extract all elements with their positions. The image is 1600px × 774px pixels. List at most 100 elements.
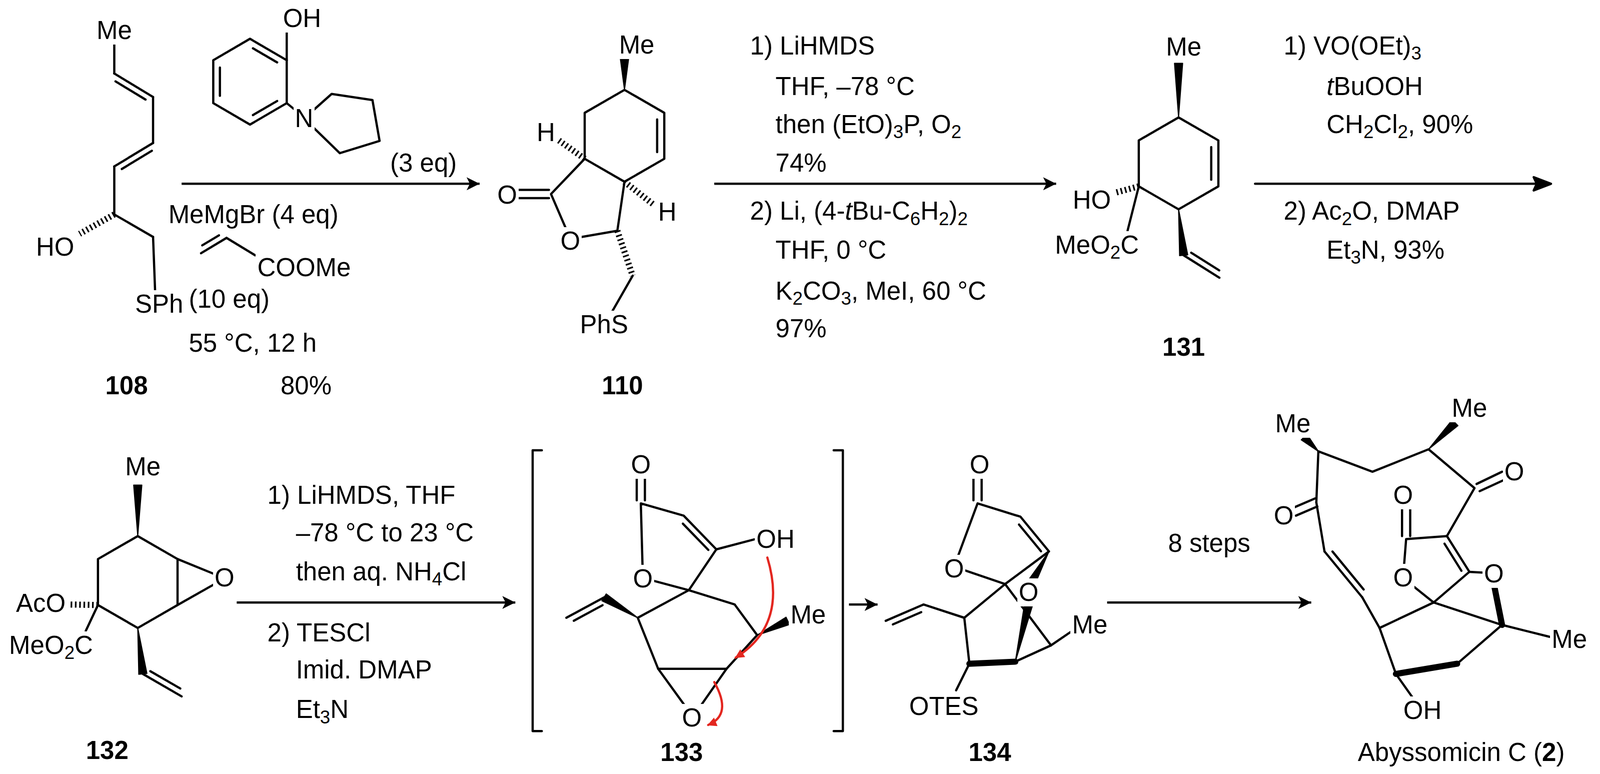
reagent-text: (10 eq) — [187, 285, 272, 314]
curved-arrow — [735, 557, 774, 658]
reagent-text: –78 °C to 23 °C — [294, 518, 476, 547]
bond-line — [1254, 182, 1537, 185]
reagent-text: Et3N — [294, 695, 351, 724]
subscript: 2 — [792, 288, 803, 309]
bond-line — [218, 67, 221, 96]
subscript: 3 — [893, 121, 904, 143]
atom-label: O — [631, 564, 655, 593]
bond-line — [1324, 551, 1362, 598]
bond-shape — [1428, 419, 1458, 450]
bond-line — [1433, 602, 1502, 625]
bond-line — [150, 670, 181, 689]
reagent-text: 2) TESCl — [266, 618, 373, 647]
bond-line — [972, 475, 975, 501]
reaction-arrow — [1107, 601, 1312, 604]
atom-label: O — [1391, 481, 1415, 510]
bond-line — [532, 450, 542, 731]
bond-line — [980, 475, 983, 501]
bond-line — [1379, 627, 1396, 674]
atom-label: HO — [1071, 186, 1113, 215]
reagent-text: 1) VO(OEt)3 — [1282, 32, 1423, 61]
bond-line — [1479, 479, 1504, 491]
reagent-text: 2) Li, (4-tBu-C6H2)2 — [748, 197, 970, 226]
acrylate-structure — [201, 235, 256, 256]
bond-line — [956, 663, 970, 691]
bond-shape — [620, 59, 629, 90]
bond-line — [643, 475, 646, 501]
compound-label: 133 — [660, 737, 703, 768]
reagent-text: 2) Ac2O, DMAP — [1282, 197, 1462, 226]
subscript: 2 — [1110, 242, 1121, 263]
atom-label: O — [1272, 501, 1296, 530]
bond-line — [1318, 449, 1475, 536]
compound-132-structure — [69, 484, 217, 696]
bond-shape — [133, 484, 142, 536]
bond-line — [1191, 252, 1220, 271]
reagent-text: CH2Cl2, 90% — [1324, 110, 1475, 139]
atom-label: O — [495, 181, 519, 210]
atom-label: O — [942, 554, 966, 583]
bond-line — [1493, 583, 1502, 625]
atom-label: AcO — [14, 589, 68, 618]
bond-line — [635, 475, 638, 501]
atom-label: PhS — [578, 310, 630, 339]
bond-line — [1379, 602, 1434, 628]
bond-line — [1293, 498, 1316, 508]
atom-label: Me — [1273, 409, 1312, 438]
subscript: 2 — [938, 208, 949, 230]
bond-line — [1127, 186, 1139, 231]
reagent-text: THF, 0 °C — [774, 236, 889, 265]
bond-line — [253, 48, 278, 63]
bond-line — [1501, 624, 1551, 637]
bond-line — [152, 97, 155, 144]
compound-133-structure — [532, 450, 843, 731]
abyssomicin-structure — [1293, 419, 1551, 699]
bond-line — [833, 450, 843, 731]
bond-line — [1295, 506, 1318, 516]
bond-line — [177, 558, 217, 575]
edge-label: 8 steps — [1166, 529, 1252, 558]
atom-label: Me — [1070, 610, 1109, 639]
reagent-text: then (EtO)3P, O2 — [774, 110, 964, 139]
bond-line — [153, 236, 156, 291]
bond-line — [1456, 624, 1502, 664]
bond-line — [518, 188, 549, 191]
reaction-arrow — [236, 601, 516, 604]
bond-line — [637, 590, 758, 669]
bond-line — [113, 166, 116, 215]
bond-line — [1316, 451, 1319, 503]
subscript: 2 — [1363, 121, 1374, 143]
reagent-text: Imid. DMAP — [294, 655, 434, 684]
reaction-arrow — [848, 603, 878, 606]
curved-arrow — [708, 681, 723, 725]
compound-108-structure — [79, 41, 156, 292]
bond-shape — [1178, 209, 1188, 256]
bond-shape — [1533, 177, 1551, 191]
atom-label: O — [680, 703, 704, 732]
bond-line — [113, 41, 116, 74]
bond-line — [177, 582, 217, 605]
subscript: 2 — [1397, 121, 1408, 143]
bond-shape — [1138, 117, 1219, 210]
atom-label: Me — [1449, 394, 1489, 423]
reagent-text: MeMgBr (4 eq) — [167, 200, 341, 229]
bond-shape — [584, 90, 665, 183]
reagent-text: Et3N, 93% — [1324, 236, 1446, 265]
reagent-text: THF, –78 °C — [774, 72, 917, 101]
bond-line — [558, 140, 585, 160]
bond-line — [923, 604, 965, 618]
bond-line — [518, 197, 549, 200]
italic-prefix: t — [844, 196, 852, 226]
atom-label: MeO2C — [7, 631, 95, 660]
atom-label: O — [1017, 578, 1041, 607]
atom-label: HO — [34, 233, 77, 262]
reagent-text: N — [293, 104, 316, 133]
bond-line — [1395, 663, 1457, 674]
subscript: 2 — [951, 121, 962, 143]
bond-line — [202, 235, 219, 246]
bond-line — [79, 214, 115, 235]
atom-label: O — [1391, 563, 1415, 592]
bond-line — [85, 604, 98, 631]
bond-line — [253, 101, 278, 116]
compound-node: 134 — [877, 428, 1108, 774]
